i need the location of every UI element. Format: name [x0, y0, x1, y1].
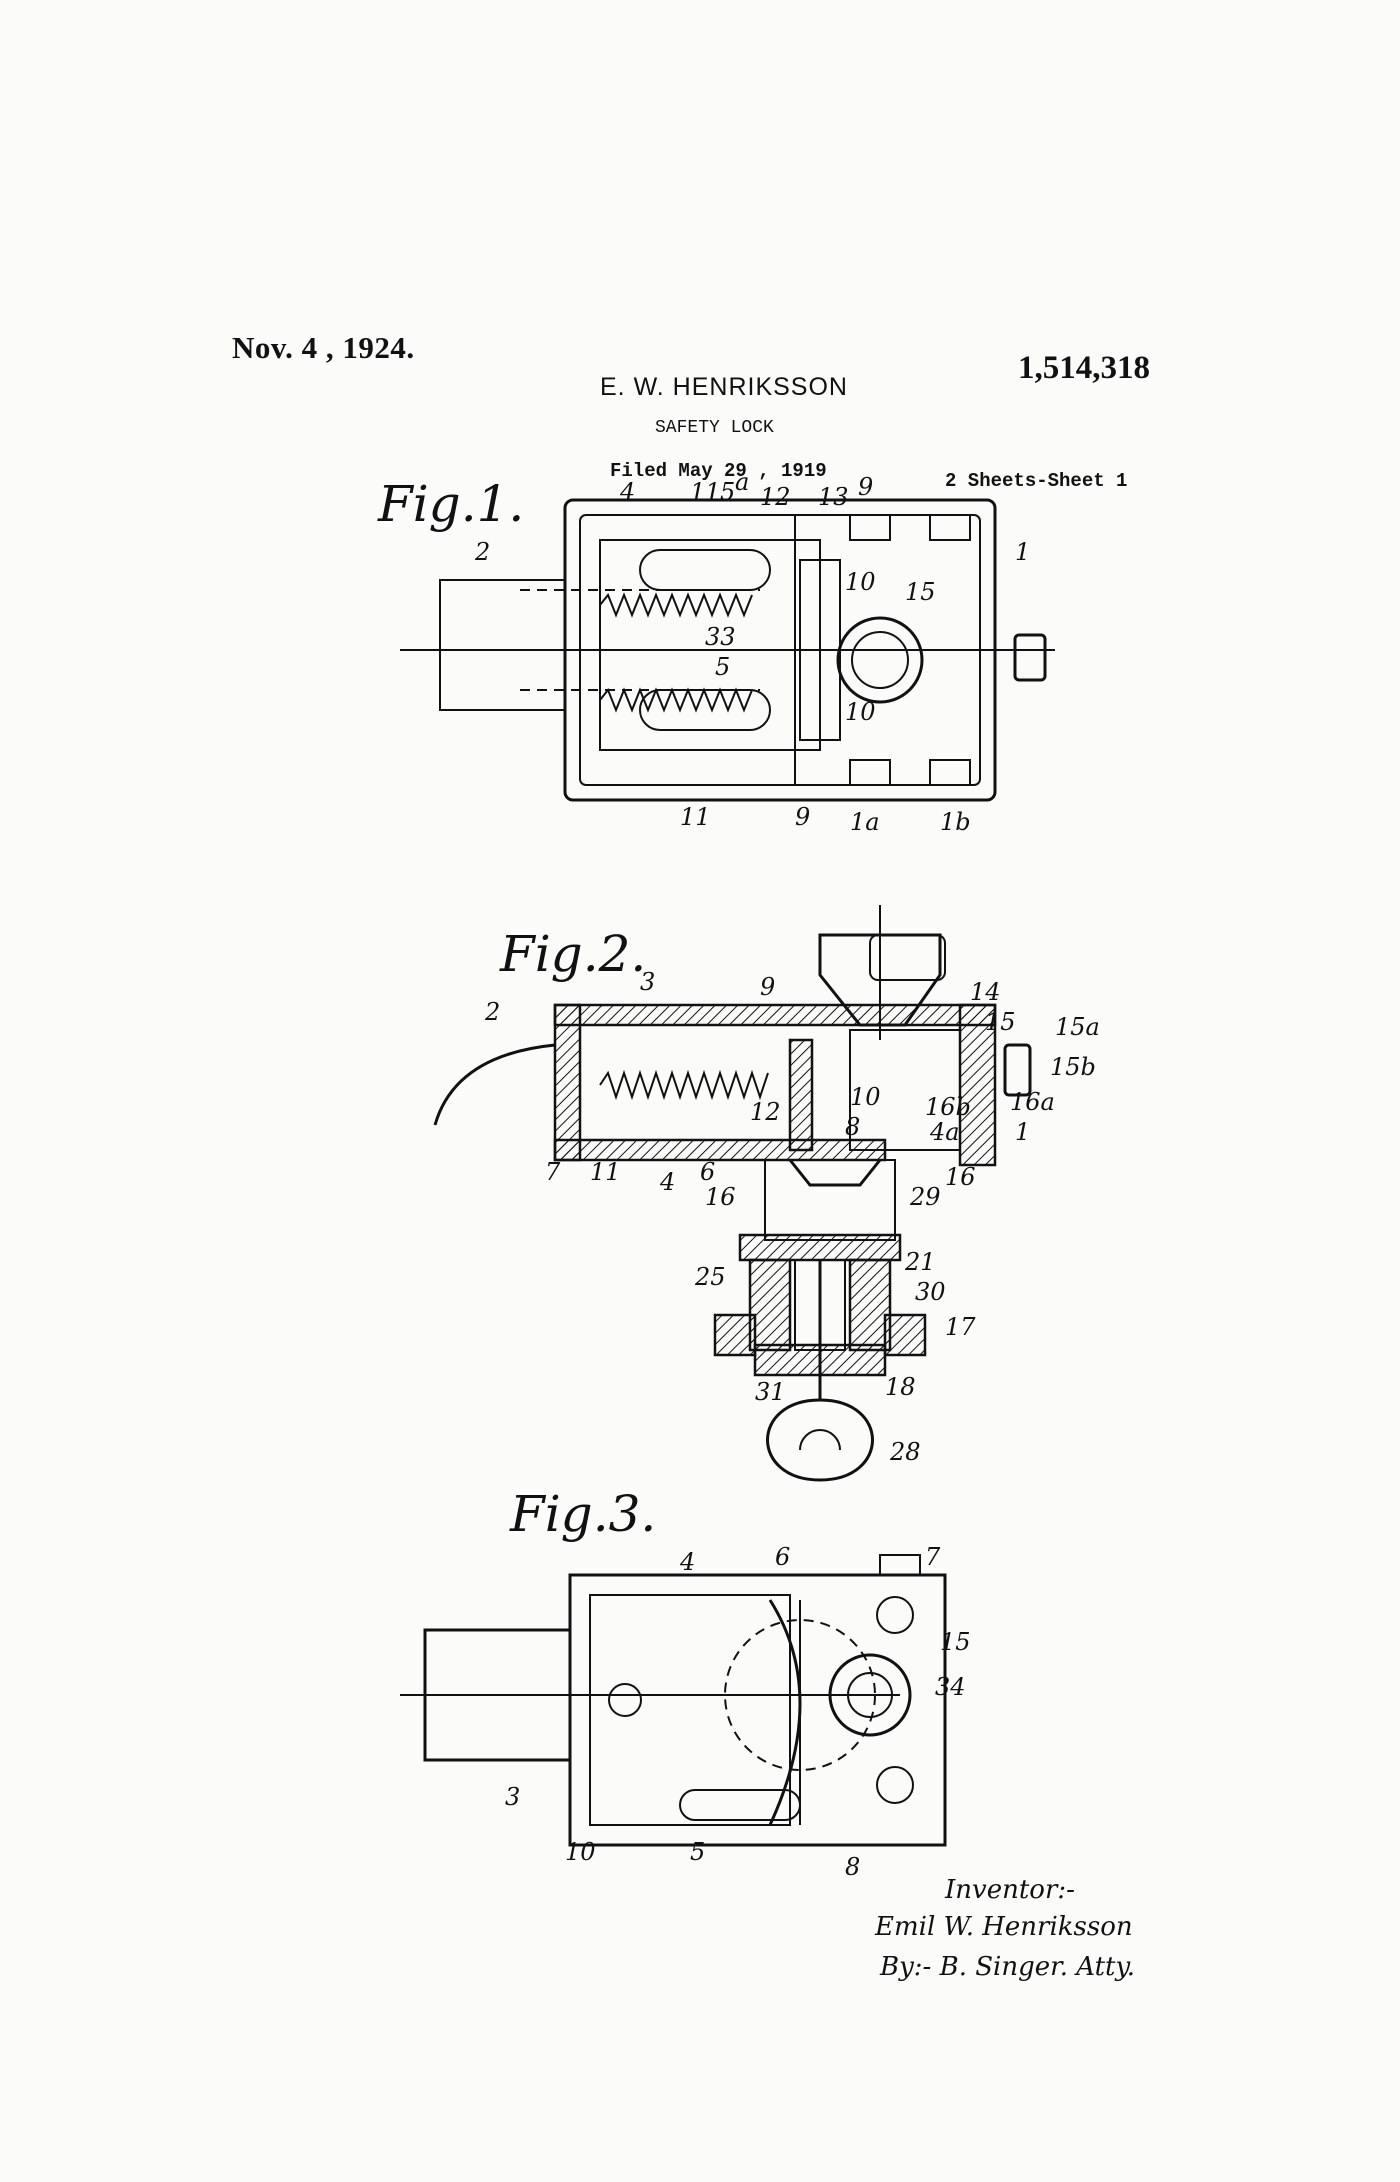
svg-text:9: 9	[795, 803, 810, 831]
fig3-label: Fig.3.	[510, 1485, 657, 1543]
svg-text:4: 4	[679, 1548, 695, 1576]
signature-inventor-name: Emil W. Henriksson	[875, 1912, 1133, 1942]
svg-text:21: 21	[904, 1248, 936, 1276]
svg-text:14: 14	[970, 978, 1001, 1006]
svg-text:29: 29	[909, 1183, 941, 1211]
svg-text:11: 11	[590, 1158, 621, 1186]
svg-text:13: 13	[818, 483, 849, 511]
svg-text:2: 2	[474, 538, 490, 566]
svg-text:15: 15	[905, 578, 936, 606]
signature-attorney: By:- B. Singer. Atty.	[880, 1952, 1135, 1982]
svg-text:16b: 16b	[925, 1093, 971, 1121]
svg-text:1: 1	[1015, 538, 1030, 566]
svg-text:7: 7	[925, 1543, 941, 1571]
svg-text:3: 3	[505, 1783, 520, 1811]
svg-text:16: 16	[705, 1183, 736, 1211]
svg-text:9: 9	[858, 473, 873, 501]
svg-text:6: 6	[700, 1158, 715, 1186]
svg-text:1a: 1a	[850, 808, 880, 836]
svg-text:10: 10	[850, 1083, 881, 1111]
svg-text:4a: 4a	[929, 1118, 960, 1146]
fig1-label: Fig.1.	[378, 475, 525, 533]
svg-text:1: 1	[1015, 1118, 1030, 1146]
signature-inventor-label: Inventor:-	[945, 1875, 1075, 1905]
svg-text:15: 15	[985, 1008, 1016, 1036]
svg-text:6: 6	[775, 1543, 790, 1571]
svg-text:7: 7	[545, 1158, 561, 1186]
svg-text:16a: 16a	[1010, 1088, 1055, 1116]
svg-text:30: 30	[915, 1278, 946, 1306]
svg-text:3: 3	[640, 968, 655, 996]
svg-text:8: 8	[845, 1113, 860, 1141]
patent-date: Nov. 4 , 1924.	[232, 330, 415, 365]
fig2-label: Fig.2.	[500, 925, 647, 983]
filed-date: Filed May 29 , 1919	[610, 460, 827, 482]
svg-text:5: 5	[720, 478, 735, 506]
svg-text:5: 5	[690, 1838, 705, 1866]
svg-text:33: 33	[705, 623, 736, 651]
svg-text:11: 11	[680, 803, 711, 831]
svg-text:5: 5	[715, 653, 730, 681]
svg-text:34: 34	[935, 1673, 966, 1701]
svg-text:2: 2	[484, 998, 500, 1026]
svg-text:17: 17	[945, 1313, 976, 1341]
svg-text:15a: 15a	[1055, 1013, 1100, 1041]
svg-text:18: 18	[885, 1373, 916, 1401]
svg-text:10: 10	[845, 698, 876, 726]
svg-text:12: 12	[750, 1098, 781, 1126]
sheet-number: 2 Sheets-Sheet 1	[945, 470, 1128, 492]
svg-text:1b: 1b	[940, 808, 971, 836]
inventor-name: E. W. HENRIKSSON	[600, 373, 848, 401]
svg-text:25: 25	[694, 1263, 726, 1291]
svg-text:11: 11	[690, 478, 721, 506]
svg-text:8: 8	[845, 1853, 860, 1881]
svg-text:15: 15	[940, 1628, 971, 1656]
patent-number: 1,514,318	[1018, 350, 1150, 386]
svg-text:a: a	[735, 468, 749, 496]
svg-text:4: 4	[659, 1168, 675, 1196]
figure-3-drawing: 4 6 7 15 34 3 10 5 8	[400, 1543, 971, 1881]
svg-text:4: 4	[619, 478, 635, 506]
svg-text:31: 31	[755, 1378, 786, 1406]
svg-text:28: 28	[889, 1438, 921, 1466]
svg-text:10: 10	[845, 568, 876, 596]
svg-text:10: 10	[565, 1838, 596, 1866]
svg-text:16: 16	[945, 1163, 976, 1191]
svg-text:15b: 15b	[1050, 1053, 1096, 1081]
svg-text:9: 9	[760, 973, 775, 1001]
svg-text:12: 12	[760, 483, 791, 511]
patent-title: SAFETY LOCK	[655, 418, 774, 438]
